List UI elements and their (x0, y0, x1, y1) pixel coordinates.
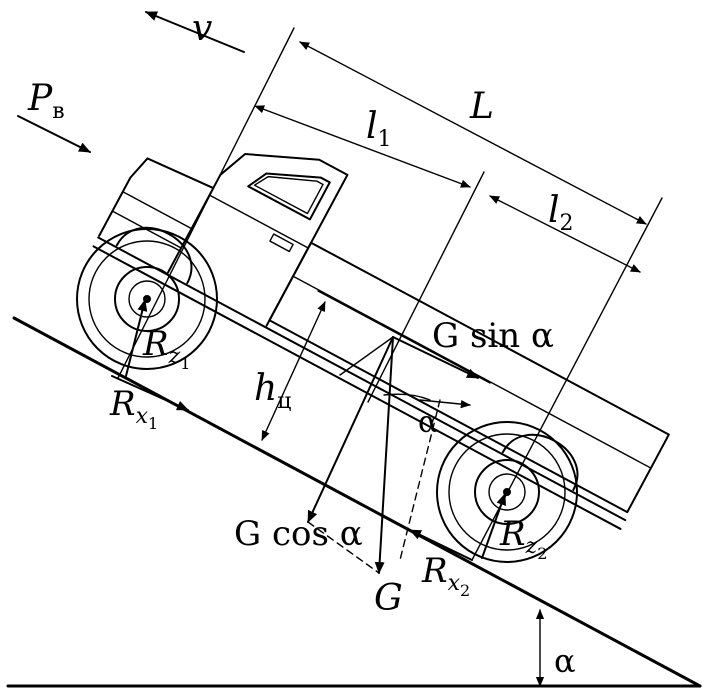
label-l1: l1 (366, 106, 392, 152)
front-wheel (76, 228, 218, 370)
g-sin-arrow (392, 336, 479, 379)
rz2-arrow (481, 493, 506, 559)
label-alpha-angle: α (418, 405, 438, 440)
label-velocity: v (192, 8, 212, 49)
label-L: L (469, 86, 494, 127)
velocity-arrow (145, 11, 245, 53)
truck-body (92, 153, 670, 530)
dimension-l2 (489, 195, 641, 273)
label-g-sin: G sin α (432, 316, 554, 356)
label-air-force: Pв (27, 78, 65, 124)
g-cos-arrow (307, 336, 394, 523)
label-rz2: Rz2 (499, 514, 547, 563)
label-g-cos: G cos α (234, 514, 363, 554)
gravity-arrow (374, 336, 394, 574)
label-l2: l2 (548, 190, 574, 236)
label-rx1: Rx1 (109, 384, 158, 433)
hood (98, 157, 215, 237)
angle-arc (383, 393, 431, 401)
air-resistance-arrow (17, 115, 91, 153)
cargo-box (268, 241, 670, 514)
label-G: G (374, 578, 403, 619)
rz1-arrow (125, 299, 148, 377)
dimension-h (261, 301, 326, 441)
label-rz1: Rz1 (142, 324, 190, 373)
label-alpha-slope: α (554, 642, 576, 680)
slope-line (12, 316, 702, 688)
rx1-arrow (111, 375, 189, 411)
door-handle (269, 233, 294, 253)
dimension-L (299, 41, 647, 225)
dimension-l1 (254, 105, 471, 188)
rx2-arrow (409, 529, 473, 561)
label-rx2: Rx2 (421, 551, 470, 600)
label-h: hц (254, 368, 291, 414)
